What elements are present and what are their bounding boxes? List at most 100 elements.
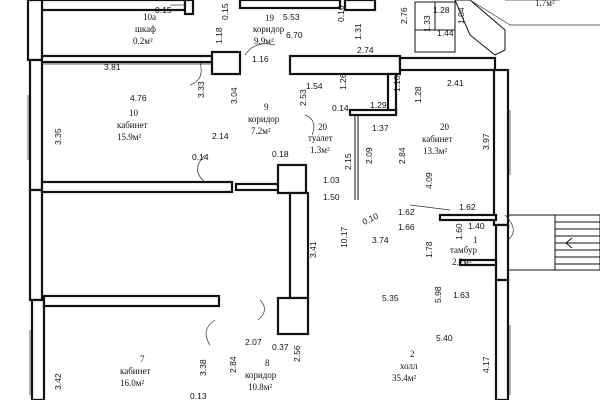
wall-right-lower (494, 278, 510, 400)
dim-d6: 1.28 (433, 5, 450, 15)
wall-left-bottom (30, 298, 46, 400)
room-20k-number: 20 (440, 122, 450, 132)
dim-d26: 1.28 (413, 86, 423, 103)
dim-d36: 4.09 (424, 172, 434, 189)
dim-d8: 1.33 (422, 15, 432, 32)
door-arc-8 (244, 43, 276, 56)
door-arc-2 (197, 154, 206, 183)
room-19-name: коридор (253, 24, 285, 34)
dim-d46: 3.41 (308, 241, 318, 258)
door-arc-6 (205, 319, 216, 346)
room-1-name: тамбур (450, 245, 477, 255)
dim-d57: 3.38 (198, 359, 208, 376)
room-19-number: 19 (265, 13, 275, 23)
closet-box (210, 50, 242, 76)
wall-h-19 (288, 54, 402, 76)
dim-d35: 2.84 (397, 147, 407, 164)
room-2-name: холл (400, 361, 418, 371)
door-arc-3 (304, 114, 315, 136)
dim-d50: 5.98 (433, 286, 443, 303)
dim-d27: 1.37 (372, 123, 389, 133)
wall-left-mid (28, 58, 44, 192)
dim-d25: 1.29 (370, 100, 387, 110)
dim-d43: 1.66 (398, 222, 415, 232)
room-9-number: 9 (264, 102, 269, 112)
dim-d42: 1.40 (468, 221, 485, 231)
dim-d4: 0.16 (336, 5, 346, 22)
room-7-name: кабинет (120, 366, 150, 376)
dim-d49: 5.35 (382, 293, 399, 303)
dim-d17: 4.76 (130, 93, 147, 103)
room-19-area: 9.9м² (254, 36, 274, 46)
door-arc-7 (257, 299, 265, 321)
room-20k-area: 13.3м² (423, 146, 447, 156)
room-1-number: 1 (473, 235, 478, 245)
dim-d51: 1.63 (453, 290, 470, 300)
dim-d12: 1.31 (353, 23, 363, 40)
room-9-name: коридор (248, 114, 280, 124)
room-10-area: 15.9м² (117, 132, 141, 142)
wall-h-185b (234, 182, 280, 192)
dim-d15: 3.81 (104, 62, 121, 72)
dim-d10: 1.18 (214, 27, 224, 44)
exterior-diag (454, 0, 506, 56)
dim-d31: 0.18 (272, 149, 289, 159)
door-arc-4 (409, 204, 451, 211)
dim-d18: 3.04 (229, 87, 239, 104)
room-8-number: 8 (265, 358, 270, 368)
dim-d3: 5.53 (283, 12, 300, 22)
wall-left-lower (28, 188, 44, 302)
wall-h-185 (40, 180, 234, 194)
dim-d33: 2.15 (343, 153, 353, 170)
room-2-number: 2 (410, 349, 415, 359)
dim-d13: 2.74 (357, 45, 374, 55)
dim-d45: 10.17 (339, 226, 349, 248)
room-labels: 10а шкаф 0.2м² 19 коридор 9.9м² 10 кабин… (117, 0, 555, 392)
room-20t-number: 20 (318, 122, 328, 132)
wall-right-upper (492, 68, 510, 227)
wall-top-center (238, 0, 342, 10)
dim-d44: 1.60 (454, 223, 464, 240)
dim-d54: 0.37 (272, 342, 289, 352)
stair-arrow (565, 237, 590, 249)
room-10a-area: 0.2м² (133, 36, 153, 46)
room-7-area: 16.0м² (120, 378, 144, 388)
dim-d53: 2.07 (245, 337, 262, 347)
room-8-name: коридор (245, 370, 277, 380)
wall-h-300 (42, 294, 221, 308)
toilet-inner (354, 115, 359, 200)
wall-left-upper (26, 0, 44, 62)
room-2-area: 35.4м² (392, 373, 416, 383)
dim-d60: 0.13 (190, 391, 207, 400)
dim-d14: 1.16 (252, 54, 269, 64)
exterior-diag-2 (469, 0, 600, 26)
door-arc-5 (504, 214, 514, 241)
wall-h-60 (40, 54, 214, 64)
door-arc-1 (189, 61, 202, 86)
thin-lines (27, 0, 600, 395)
dim-d2: 0.15 (220, 3, 230, 20)
walls (26, 0, 510, 400)
dim-d11: 6.70 (286, 30, 303, 40)
toilet-wall-h (348, 108, 398, 117)
tambour-wall-b (458, 258, 498, 267)
room-20t-name: туалет (308, 133, 333, 143)
dim-d39: 0.10 (361, 211, 380, 227)
dim-d24: 0.14 (332, 103, 349, 113)
dim-d28: 3.97 (481, 133, 491, 150)
dim-d23: 2.41 (447, 78, 464, 88)
dim-d22: 1.10 (392, 75, 402, 92)
dim-d32: 2.14 (212, 131, 229, 141)
room-8-area: 10.8м² (248, 382, 272, 392)
dim-d5: 2.76 (399, 7, 409, 24)
dim-d56: 2.56 (292, 345, 302, 362)
wall-top-right (343, 0, 377, 12)
dim-d38: 1.50 (323, 192, 340, 202)
wall-right-mid (494, 223, 510, 282)
pillar-lower (276, 296, 310, 336)
dim-d9: 1.44 (437, 28, 454, 38)
pillar-center (276, 163, 308, 195)
room-1-area: 2.2м² (452, 257, 472, 267)
dim-d40: 1.62 (398, 207, 415, 217)
